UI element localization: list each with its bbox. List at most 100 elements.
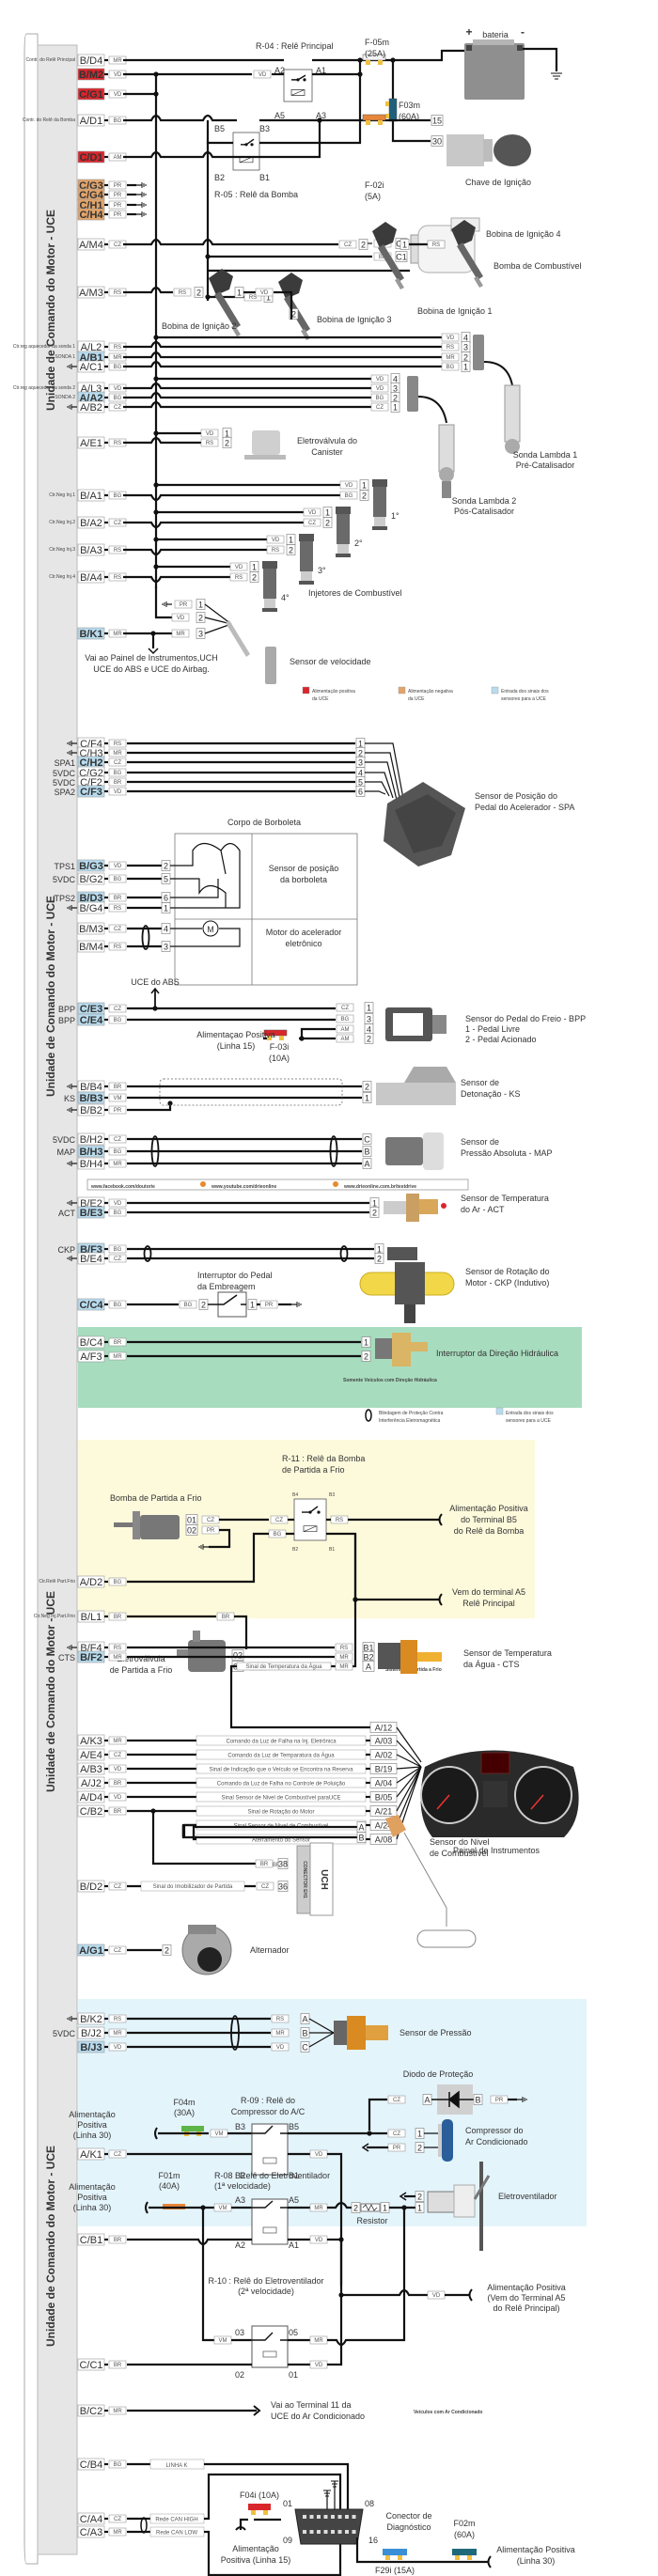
connector-end-icon: [145, 2201, 149, 2214]
ecu-pin-function: 5VDC: [53, 875, 76, 884]
relay-terminal: A1: [316, 66, 326, 75]
wire-color-label: VD: [345, 483, 353, 489]
website-link[interactable]: www.drieonline.com.br/testdrive: [343, 1184, 416, 1190]
coil-label: Bobina de Ignição 4: [486, 229, 561, 239]
supply30-label: Positiva: [77, 2120, 107, 2130]
k-line-label: LINHA K: [165, 2463, 187, 2469]
ground-icon: [67, 1645, 77, 1650]
connector-pin-number: 30: [432, 137, 442, 147]
wire-spa-tail: [365, 761, 398, 801]
power-steering-switch-icon: [375, 1333, 428, 1366]
ecu-pin-function: 5VDC: [53, 2029, 76, 2038]
wire-color-tag: [108, 1736, 127, 1745]
connector-pin-number: A/03: [375, 1737, 393, 1746]
wire-color-label: MR: [113, 1162, 122, 1167]
wire-color-label: VD: [235, 565, 243, 570]
wire-color-tag: [108, 1806, 127, 1816]
r11-relay-icon: [293, 1498, 327, 1541]
obd-pin-label: 08: [365, 2499, 374, 2508]
wire-color-label: VD: [258, 72, 267, 78]
connector-pin-number: 3: [358, 758, 363, 768]
wire-color-tag: [108, 2459, 127, 2469]
connector-pin-number: 5: [358, 778, 363, 788]
connector-pin-box: [362, 1092, 372, 1103]
wire-diode: [368, 2098, 387, 2131]
ac-compressor-icon: [438, 2119, 453, 2162]
ground-icon: [162, 601, 172, 607]
junction-dot: [357, 57, 363, 63]
supply30-label: Alimentação: [69, 2182, 116, 2192]
fuse-icon: [248, 2504, 271, 2510]
wire-color-label: RS: [114, 575, 121, 581]
wire-spa-tail: [365, 790, 386, 795]
wire-color-label: MR: [275, 2031, 285, 2037]
wire-r10-supply: [201, 2208, 214, 2342]
ecu-pin-label: A/B2: [80, 402, 102, 414]
panel-signal-text: Comando da Luz de Temparatura da Água: [227, 1753, 335, 1759]
wire-color-label: RS: [336, 1518, 343, 1523]
fuel-level-label: de Combustível: [430, 1849, 489, 1858]
fuse-leg: [251, 2510, 256, 2515]
wire-color-label: VD: [432, 2293, 441, 2299]
connector-pin-number: 3: [164, 943, 168, 952]
ground-icon: [198, 1544, 209, 1550]
panel-signal-text: Comando da Luz de Falha na Inj. Eletrôni…: [226, 1740, 337, 1745]
connector-pin-number: 2: [252, 573, 257, 583]
wire-color-label: CZ: [114, 1007, 121, 1012]
wire-color-label: PR: [114, 193, 122, 198]
legend-text: Interferência Eletromagnética: [379, 1418, 441, 1424]
connector-pin-number: 1: [237, 289, 242, 298]
ecu-pin-function: 5VDC: [53, 769, 76, 778]
ignition-coil-4-icon: [451, 220, 483, 288]
wire-color-label: CZ: [341, 1006, 349, 1011]
knock-sensor-icon: [376, 1067, 456, 1105]
brake-pedal-sensor-icon: [385, 1007, 446, 1041]
fuse-leg: [398, 2555, 402, 2560]
facebook-link[interactable]: www.facebook.com/doutorie: [90, 1184, 155, 1190]
connector-pin-number: 2: [361, 241, 366, 250]
wire-color-tag: [336, 1014, 354, 1023]
ecu-pin-label: B/G2: [79, 874, 102, 885]
wire-color-tag: [387, 2129, 406, 2138]
pressure-sensor-icon: [334, 2016, 388, 2050]
relay-terminal: B3: [259, 124, 270, 133]
ground-icon: [136, 182, 147, 188]
r08-title: R-08 : Relê do Eletroventilador: [214, 2171, 330, 2180]
youtube-link[interactable]: www.youtube.com/drieonline: [211, 1184, 276, 1190]
r09-title: R-09 : Relê do: [241, 2096, 295, 2105]
map-sensor-icon: [385, 1132, 444, 1170]
connector-pin-box: [431, 115, 444, 126]
ecu-pin-label: A/F3: [80, 1351, 102, 1363]
wire-color-tag: [108, 1300, 127, 1309]
ecu-pin-label: A/C1: [80, 362, 102, 373]
fuse-rating: (25A): [365, 49, 385, 58]
ecu-pin-label: B/B3: [79, 1093, 102, 1104]
tps-label: Sensor de posição: [269, 864, 339, 873]
wire-fuel-a: [192, 1825, 357, 1841]
wire-color-label: CZ: [393, 2131, 400, 2137]
wire-color-label: MR: [314, 2206, 323, 2211]
connector-pin-number: 1: [365, 1094, 369, 1103]
connector-pin-number: 2: [417, 2144, 422, 2153]
wire-color-label: PR: [114, 1108, 122, 1114]
connector-pin-box: [362, 1158, 372, 1169]
connector-pin-box: [364, 1033, 374, 1044]
wire-color-tag: [200, 438, 219, 447]
connector-pin-box: [358, 239, 368, 250]
ground-icon: [67, 1107, 77, 1113]
supply30-label: Alimentação: [69, 2110, 116, 2119]
main-relay-title: R-04 : Relê Principal: [256, 41, 334, 51]
wire-r10-fan: [327, 2208, 406, 2347]
injector-number: 3°: [318, 566, 326, 575]
connector-pin-number: 3: [367, 1015, 371, 1024]
wire-color-label: PR: [393, 2146, 401, 2151]
fuse-leg: [263, 2510, 268, 2515]
wire-color-tag: [108, 2014, 127, 2023]
ecu-pin-label: C/A4: [80, 2514, 102, 2525]
wire-color-label: VD: [114, 1201, 122, 1207]
connector-pin-box: [356, 1832, 367, 1843]
shield-icon: [230, 2015, 240, 2051]
connector-pin-box: [162, 1944, 172, 1956]
